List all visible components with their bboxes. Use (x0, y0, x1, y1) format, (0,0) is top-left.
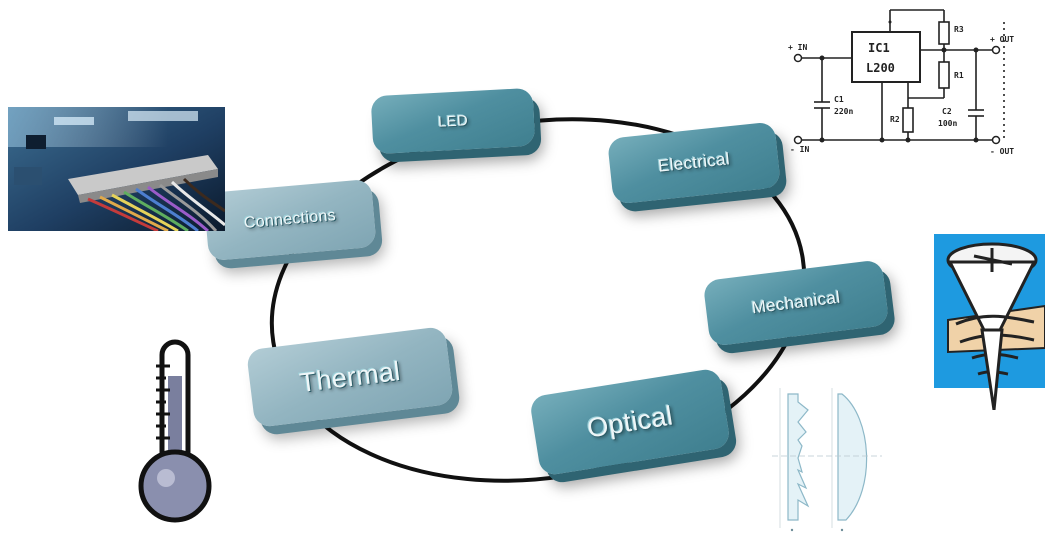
node-electrical-label: Electrical (657, 149, 731, 176)
schematic-in-plus-label: + IN (788, 43, 807, 52)
thermometer-icon (138, 339, 212, 523)
circuit-schematic: + IN - IN + OUT - OUT R3 R1 R2 C1 220n C… (788, 9, 1014, 156)
node-connections-label: Connections (243, 207, 337, 232)
schematic-ic-part: L200 (866, 61, 895, 75)
schematic-ic-name: IC1 (868, 41, 890, 55)
node-led: LED (370, 87, 536, 155)
schematic-c1-value: 220n (834, 107, 853, 116)
schematic-c2-value: 100n (938, 119, 957, 128)
schematic-out-plus-label: + OUT (990, 35, 1014, 44)
schematic-in-minus-label: - IN (790, 145, 809, 154)
schematic-r2-label: R2 (890, 115, 900, 124)
node-mechanical-label: Mechanical (750, 287, 842, 318)
schematic-c2-label: C2 (942, 107, 952, 116)
node-thermal-label: Thermal (297, 355, 402, 398)
fresnel-lens-diagram (772, 388, 882, 532)
schematic-r1-label: R1 (954, 71, 964, 80)
cable-connector-photo (8, 107, 225, 231)
schematic-out-minus-label: - OUT (990, 147, 1014, 156)
schematic-r3-label: R3 (954, 25, 964, 34)
schematic-c1-label: C1 (834, 95, 844, 104)
screw-icon (934, 234, 1045, 410)
node-led-label: LED (437, 111, 469, 131)
node-optical-label: Optical (585, 399, 675, 444)
